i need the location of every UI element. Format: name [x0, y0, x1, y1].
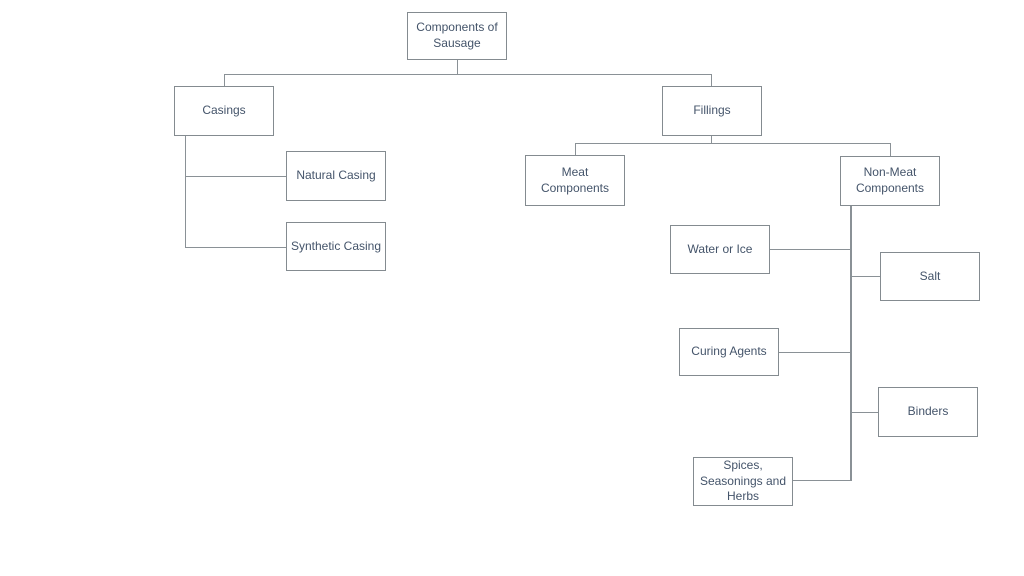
- connector-to-synthetic-casing: [185, 247, 286, 248]
- node-binders: Binders: [878, 387, 978, 437]
- connector-to-curing-agents: [779, 352, 850, 353]
- connector-to-water-or-ice: [770, 249, 850, 250]
- connector-to-salt: [852, 276, 880, 277]
- connector-drop-casings: [224, 74, 225, 86]
- connector-drop-fillings: [711, 74, 712, 86]
- node-non-meat-components: Non-Meat Components: [840, 156, 940, 206]
- connector-casings-trunk: [185, 136, 186, 247]
- node-natural-casing: Natural Casing: [286, 151, 386, 201]
- node-casings: Casings: [174, 86, 274, 136]
- connector-level1-horizontal: [224, 74, 711, 75]
- node-components-of-sausage: Components of Sausage: [407, 12, 507, 60]
- connector-level2-horizontal: [575, 143, 890, 144]
- node-fillings: Fillings: [662, 86, 762, 136]
- node-synthetic-casing: Synthetic Casing: [286, 222, 386, 271]
- connector-to-spices: [793, 480, 850, 481]
- connector-non-meat-trunk: [850, 206, 852, 481]
- connector-drop-meat: [575, 143, 576, 155]
- connector-to-natural-casing: [185, 176, 286, 177]
- connector-to-binders: [852, 412, 878, 413]
- connector-root-down: [457, 60, 458, 74]
- connector-drop-non-meat: [890, 143, 891, 156]
- node-meat-components: Meat Components: [525, 155, 625, 206]
- node-water-or-ice: Water or Ice: [670, 225, 770, 274]
- node-salt: Salt: [880, 252, 980, 301]
- node-curing-agents: Curing Agents: [679, 328, 779, 376]
- connector-fillings-down: [711, 136, 712, 143]
- node-spices-seasonings-herbs: Spices, Seasonings and Herbs: [693, 457, 793, 506]
